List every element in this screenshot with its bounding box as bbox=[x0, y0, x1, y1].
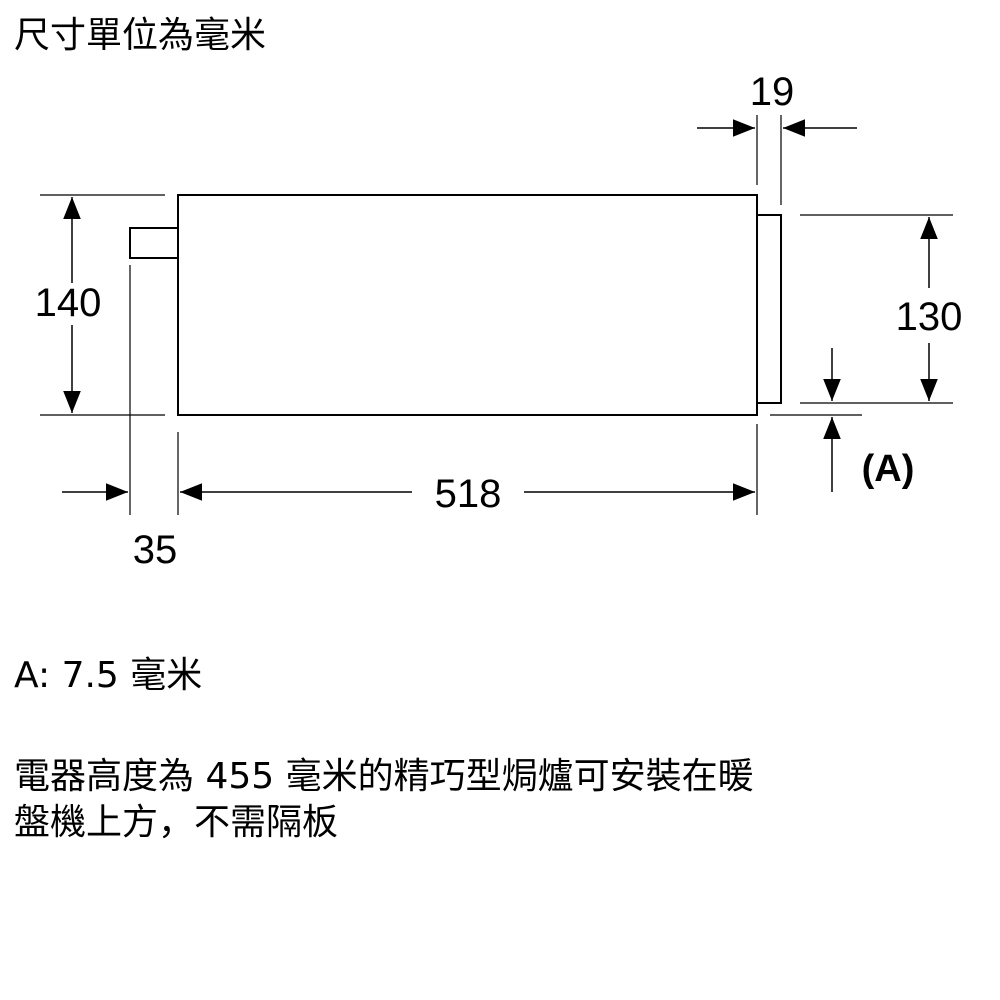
description-line-1: 電器高度為 455 毫米的精巧型焗爐可安裝在暖 bbox=[14, 756, 754, 797]
dim-label-518: 518 bbox=[435, 472, 502, 516]
dim-label-a: (A) bbox=[862, 448, 915, 490]
page-title: 尺寸單位為毫米 bbox=[14, 15, 267, 56]
extension-lines bbox=[40, 115, 953, 515]
description: 電器高度為 455 毫米的精巧型焗爐可安裝在暖 盤機上方，不需隔板 bbox=[14, 754, 974, 846]
front-panel bbox=[756, 214, 782, 404]
rear-connector bbox=[129, 227, 179, 259]
dim-label-35: 35 bbox=[133, 528, 178, 572]
dim-label-130: 130 bbox=[896, 295, 963, 339]
dimension-lines bbox=[62, 119, 938, 501]
dimension-diagram: 140 130 518 35 19 (A) bbox=[35, 70, 963, 572]
dim-label-19: 19 bbox=[750, 70, 795, 114]
description-line-2: 盤機上方，不需隔板 bbox=[14, 802, 339, 843]
note-a: A: 7.5 毫米 bbox=[14, 655, 203, 696]
appliance-body bbox=[177, 194, 758, 416]
dim-label-140: 140 bbox=[35, 281, 102, 325]
